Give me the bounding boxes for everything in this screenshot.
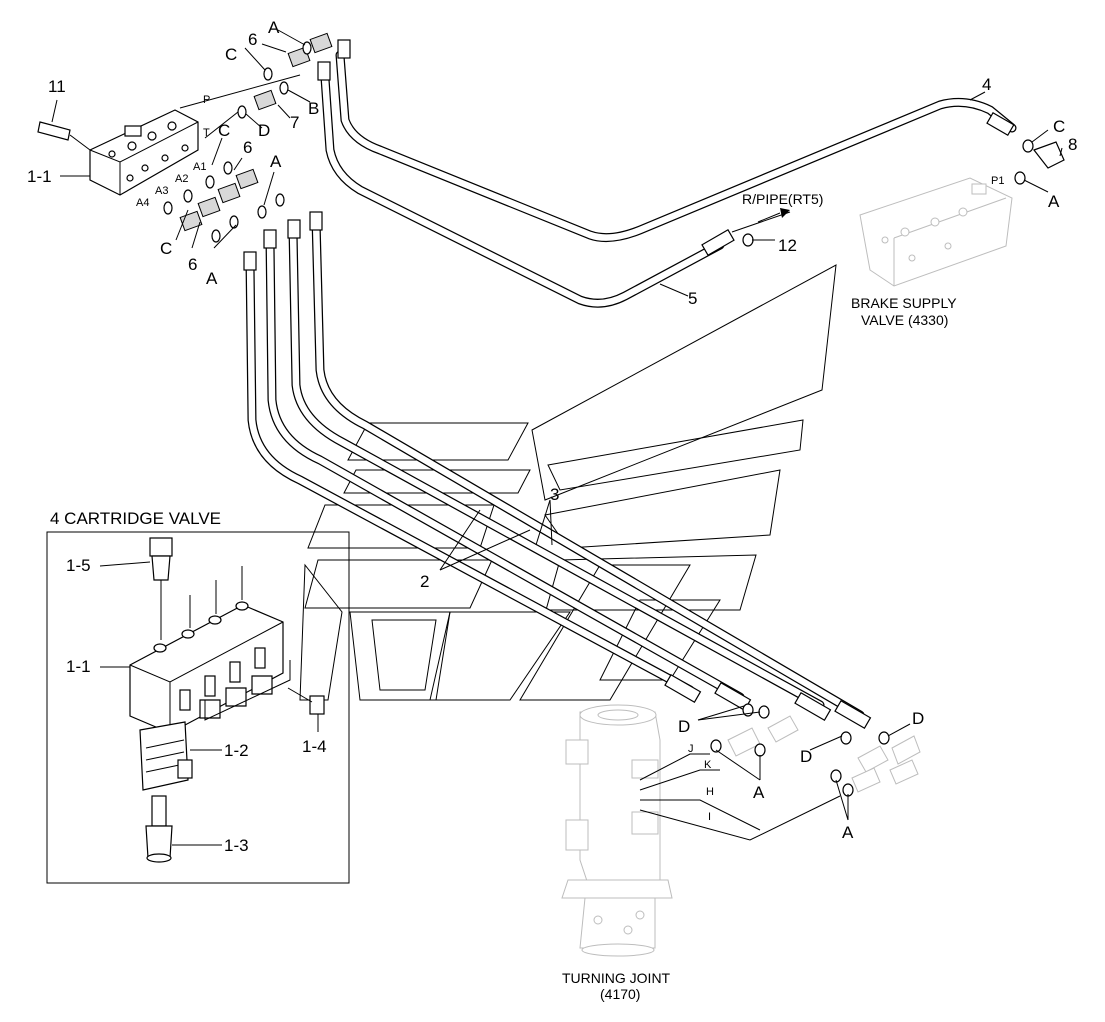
label-a-top: A: [268, 18, 280, 37]
label-3: 3: [550, 485, 559, 504]
label-c-low: C: [160, 239, 172, 258]
label-d-top: D: [258, 121, 270, 140]
label-1-1-top: 1-1: [27, 167, 52, 186]
label-a-low: A: [206, 269, 218, 288]
valve-block-main: [89, 109, 199, 196]
label-d-2: D: [800, 747, 812, 766]
brake-supply-valve: [859, 177, 1013, 287]
label-a2: A2: [175, 173, 188, 185]
label-brake-supply: BRAKE SUPPLY: [851, 295, 957, 311]
label-a3: A3: [155, 185, 168, 197]
label-c-right: C: [1053, 117, 1065, 136]
label-6-low: 6: [188, 255, 197, 274]
watermark-logo: [299, 264, 837, 701]
label-h: H: [706, 786, 714, 798]
leader-lines: [51, 29, 1063, 841]
label-turning-joint: TURNING JOINT: [562, 970, 671, 986]
label-6-mid: 6: [243, 138, 252, 157]
label-turning-joint-code: (4170): [600, 986, 640, 1002]
label-a1: A1: [193, 161, 206, 173]
label-8: 8: [1068, 135, 1077, 154]
label-a4: A4: [136, 197, 149, 209]
r-pipe-arrow: [757, 208, 790, 223]
turning-joint-fittings: [727, 715, 921, 793]
label-11: 11: [48, 77, 66, 96]
diagram-labels: 11 1-1 P T A1 A2 A3 A4 6 A C 7 D B C 6 A…: [27, 18, 1077, 1002]
label-d-3: D: [912, 709, 924, 728]
label-12: 12: [778, 236, 797, 255]
inset-label-1-5: 1-5: [66, 556, 91, 575]
hose-bundle: [243, 39, 1017, 730]
label-a-mid: A: [270, 152, 282, 171]
label-k: K: [704, 759, 712, 771]
label-p: P: [203, 94, 210, 106]
label-a-tj-2: A: [842, 823, 854, 842]
label-a-tj-1: A: [753, 783, 765, 802]
inset-label-1-2: 1-2: [224, 741, 249, 760]
label-5: 5: [688, 289, 697, 308]
label-i: I: [708, 811, 711, 823]
inset-label-1-4: 1-4: [302, 737, 327, 756]
label-2: 2: [420, 572, 429, 591]
label-j: J: [688, 743, 694, 755]
label-d-1: D: [678, 717, 690, 736]
label-t: T: [203, 127, 210, 139]
label-b: B: [308, 99, 319, 118]
label-a-right: A: [1048, 192, 1060, 211]
inset-cartridge-valve: [46, 531, 350, 884]
inset-label-1-1: 1-1: [66, 657, 91, 676]
inset-label-1-3: 1-3: [224, 836, 249, 855]
label-brake-valve-code: VALVE (4330): [861, 312, 948, 328]
label-7: 7: [290, 113, 299, 132]
part-11-fitting: [37, 121, 91, 151]
inset-title: 4 CARTRIDGE VALVE: [50, 509, 221, 528]
label-p1: P1: [991, 175, 1004, 187]
label-6-top: 6: [248, 30, 257, 49]
label-c-top: C: [225, 45, 237, 64]
label-4: 4: [982, 75, 991, 94]
turning-joint: [561, 704, 673, 957]
label-r-pipe: R/PIPE(RT5): [742, 191, 823, 207]
label-c-mid: C: [218, 121, 230, 140]
